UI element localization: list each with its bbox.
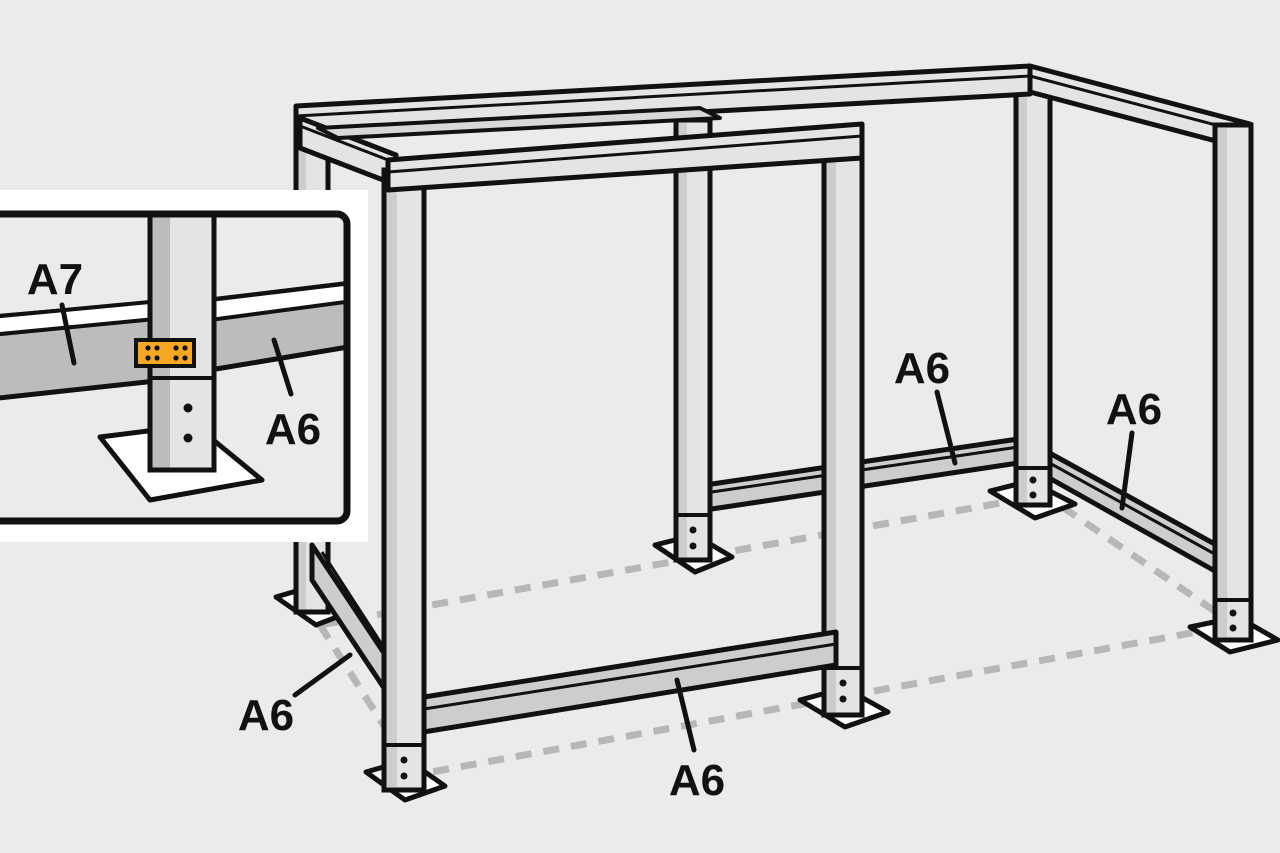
inset-orange-connector-plate bbox=[134, 338, 196, 368]
label-a6-right-side: A6 bbox=[1106, 385, 1162, 434]
floor-footprint-dashed bbox=[314, 491, 1244, 779]
inset-border bbox=[0, 210, 351, 525]
label-a6-back-right: A6 bbox=[894, 344, 950, 393]
leader-lines bbox=[292, 389, 1135, 753]
leader-a6-front-bottom bbox=[674, 677, 697, 753]
leader-inset-a7 bbox=[59, 302, 77, 366]
beam-front-bottom-rail bbox=[402, 629, 839, 738]
leader-inset-a6 bbox=[271, 337, 294, 397]
beam-top-cross bbox=[316, 106, 722, 140]
beam-back-bottom-rail bbox=[702, 435, 1028, 513]
label-a6-front-bottom: A6 bbox=[669, 756, 725, 805]
detail-inset: A7 A6 bbox=[0, 190, 368, 542]
label-a6-left-front: A6 bbox=[238, 691, 294, 740]
label-inset-a6: A6 bbox=[265, 405, 321, 454]
beam-front-top bbox=[385, 121, 865, 193]
leader-a6-left-front bbox=[292, 652, 353, 698]
leader-a6-right-side bbox=[1119, 430, 1135, 511]
leader-a6-back-right bbox=[934, 389, 958, 466]
label-inset-a7: A7 bbox=[27, 255, 83, 304]
